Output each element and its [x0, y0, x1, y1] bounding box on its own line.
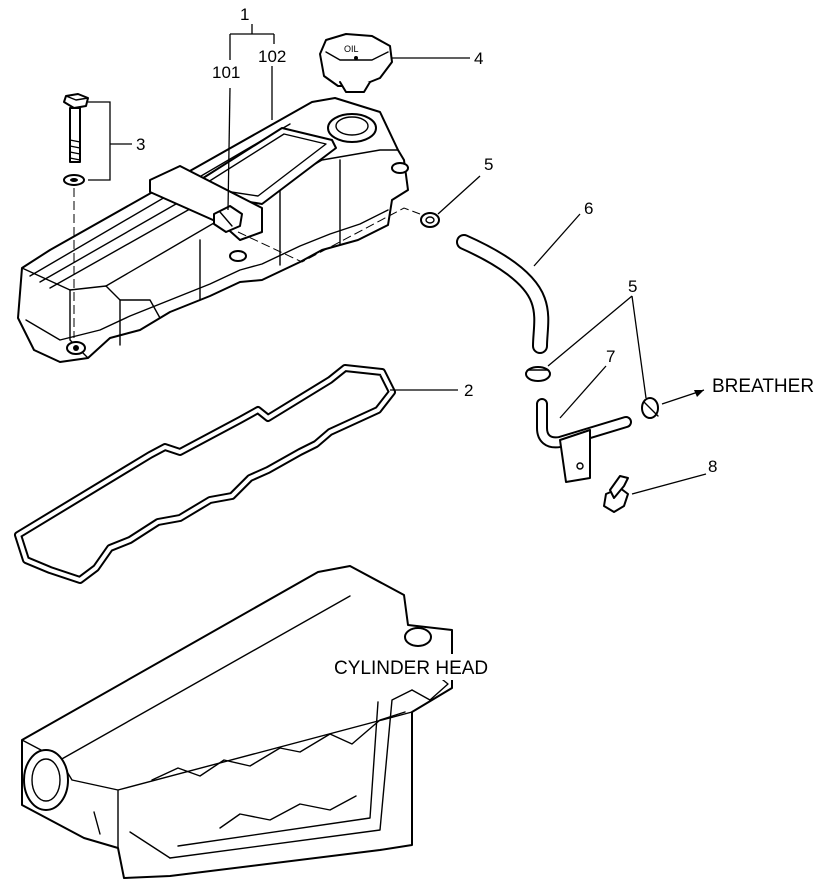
callout-3: 3 — [136, 135, 145, 154]
callout-2: 2 — [464, 381, 473, 400]
breather-hose-drawing — [237, 207, 705, 513]
oil-cap-text: OIL — [344, 44, 359, 54]
callout-7: 7 — [606, 347, 615, 366]
callout-1: 1 — [240, 5, 249, 24]
callout-101: 101 — [212, 63, 240, 82]
breather-label: BREATHER — [712, 376, 814, 397]
callout-4: 4 — [474, 49, 483, 68]
cylinder-head-label: CYLINDER HEAD — [334, 658, 488, 679]
bolt-and-washer-drawing — [63, 93, 89, 338]
cylinder-head-drawing — [21, 565, 453, 879]
leader-lines — [88, 24, 707, 495]
valve-cover-drawing — [17, 97, 409, 363]
cylinder-head-label-bg — [334, 654, 512, 680]
callout-6: 6 — [584, 199, 593, 218]
oil-cap-drawing: OIL — [319, 33, 393, 93]
gasket-drawing — [14, 364, 396, 584]
callout-102: 102 — [258, 47, 286, 66]
callout-5-top: 5 — [484, 155, 493, 174]
callout-5-pair: 5 — [628, 277, 637, 296]
callout-8: 8 — [708, 457, 717, 476]
